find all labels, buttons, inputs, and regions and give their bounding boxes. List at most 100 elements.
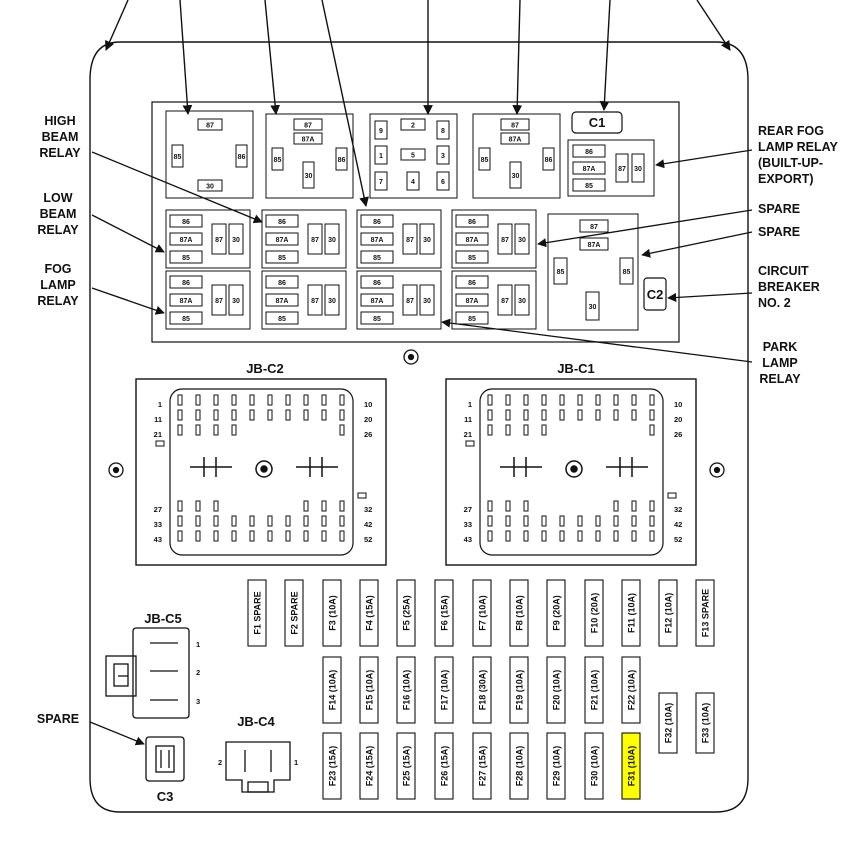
svg-text:27: 27 — [154, 505, 162, 514]
pin-slot — [213, 394, 219, 406]
callout-spare-2: SPARE — [758, 225, 800, 239]
fuse-label: F18 (30A) — [478, 670, 488, 711]
svg-text:RELAY: RELAY — [39, 146, 81, 160]
pin-slot — [505, 500, 511, 512]
fuse: F1 SPARE — [247, 579, 267, 647]
relay-row-b-2: 86 87A 85 87 30 — [261, 270, 347, 330]
svg-text:87A: 87A — [276, 298, 289, 305]
pin-slot — [195, 500, 201, 512]
pin-slot — [505, 424, 511, 436]
callout-leaders — [91, 149, 753, 363]
svg-text:85: 85 — [373, 316, 381, 323]
svg-text:86: 86 — [468, 219, 476, 226]
fuse: F6 (15A) — [434, 579, 454, 647]
svg-text:86: 86 — [278, 219, 286, 226]
spare-relay-1: 86 87A 85 87 30 — [451, 209, 537, 269]
fuse: F15 (10A) — [359, 656, 379, 724]
pin-slot — [613, 530, 619, 542]
mini-relay-block: 9 2 8 1 5 3 7 4 6 — [369, 113, 458, 199]
fuse: F2 SPARE — [284, 579, 304, 647]
fuse: F3 (10A) — [322, 579, 342, 647]
pin-slot — [303, 409, 309, 421]
pin-slot — [631, 500, 637, 512]
pin-slot — [577, 515, 583, 527]
svg-text:20: 20 — [674, 415, 682, 424]
svg-text:87: 87 — [311, 298, 319, 305]
pin-slot — [523, 530, 529, 542]
pin-slot — [559, 394, 565, 406]
svg-text:RELAY: RELAY — [37, 223, 79, 237]
svg-text:85: 85 — [585, 183, 593, 190]
fuse: F21 (10A) — [584, 656, 604, 724]
svg-text:85: 85 — [623, 269, 631, 276]
jb-c5-pin-1: 1 — [196, 640, 200, 649]
svg-text:HIGH: HIGH — [44, 114, 75, 128]
pin-slot — [613, 409, 619, 421]
fuse-label: F2 SPARE — [290, 591, 300, 634]
svg-text:LAMP: LAMP — [762, 356, 797, 370]
svg-text:87: 87 — [590, 224, 598, 231]
pin-slot — [339, 424, 345, 436]
svg-text:10: 10 — [674, 400, 682, 409]
fuse: F26 (15A) — [434, 732, 454, 800]
fuse-label: F10 (20A) — [590, 593, 600, 634]
pin-slot — [487, 515, 493, 527]
pin-slot — [631, 394, 637, 406]
fuse-label: F3 (10A) — [328, 595, 338, 631]
pin-slot — [195, 424, 201, 436]
pin-slot — [559, 409, 565, 421]
pin-slot — [523, 394, 529, 406]
pin-slot — [339, 394, 345, 406]
svg-text:30: 30 — [206, 184, 214, 191]
circuit-breaker-c2: C2 — [643, 277, 667, 311]
fuse: F8 (10A) — [509, 579, 529, 647]
fuse-label: F8 (10A) — [515, 595, 525, 631]
jb-c5-connector — [105, 627, 190, 719]
svg-text:BEAM: BEAM — [42, 130, 79, 144]
pin-slot — [523, 500, 529, 512]
pin-slot — [649, 500, 655, 512]
jb-c5-pin-2: 2 — [196, 668, 200, 677]
pin-slot — [577, 530, 583, 542]
svg-text:87A: 87A — [302, 137, 315, 144]
svg-text:87A: 87A — [371, 237, 384, 244]
pin-slot — [487, 424, 493, 436]
fuse-label: F28 (10A) — [515, 746, 525, 787]
svg-text:42: 42 — [674, 520, 682, 529]
svg-text:86: 86 — [468, 280, 476, 287]
svg-text:CIRCUIT: CIRCUIT — [758, 264, 809, 278]
pin-slot — [285, 394, 291, 406]
fuse: F7 (10A) — [472, 579, 492, 647]
svg-text:11: 11 — [464, 415, 472, 424]
svg-text:30: 30 — [634, 166, 642, 173]
fuse: F14 (10A) — [322, 656, 342, 724]
pin-slot — [213, 515, 219, 527]
spare-c3-leader — [89, 721, 145, 746]
pin-slot — [249, 394, 255, 406]
pin-slot — [505, 394, 511, 406]
callout-circuit-breaker: CIRCUIT BREAKER NO. 2 — [758, 264, 820, 310]
fuse-label: F22 (10A) — [627, 670, 637, 711]
pin-slot — [631, 530, 637, 542]
svg-text:85: 85 — [182, 255, 190, 262]
pin-slot — [577, 409, 583, 421]
fuse-label: F12 (10A) — [664, 593, 674, 634]
pin-slot — [631, 409, 637, 421]
svg-text:C2: C2 — [647, 287, 664, 302]
jb-c4-connector — [225, 741, 291, 793]
pin-slot — [267, 394, 273, 406]
pin-slot — [249, 515, 255, 527]
svg-text:NO. 2: NO. 2 — [758, 296, 791, 310]
svg-text:C1: C1 — [589, 115, 606, 130]
fuse: F25 (15A) — [396, 732, 416, 800]
pin-slot — [177, 515, 183, 527]
svg-text:1: 1 — [468, 400, 472, 409]
svg-text:87: 87 — [215, 237, 223, 244]
svg-text:10: 10 — [364, 400, 372, 409]
fuse-label: F16 (10A) — [402, 670, 412, 711]
pin-slot — [321, 500, 327, 512]
pin-slot — [285, 409, 291, 421]
fuse: F12 (10A) — [658, 579, 678, 647]
svg-text:11: 11 — [154, 415, 162, 424]
svg-text:BREAKER: BREAKER — [758, 280, 820, 294]
